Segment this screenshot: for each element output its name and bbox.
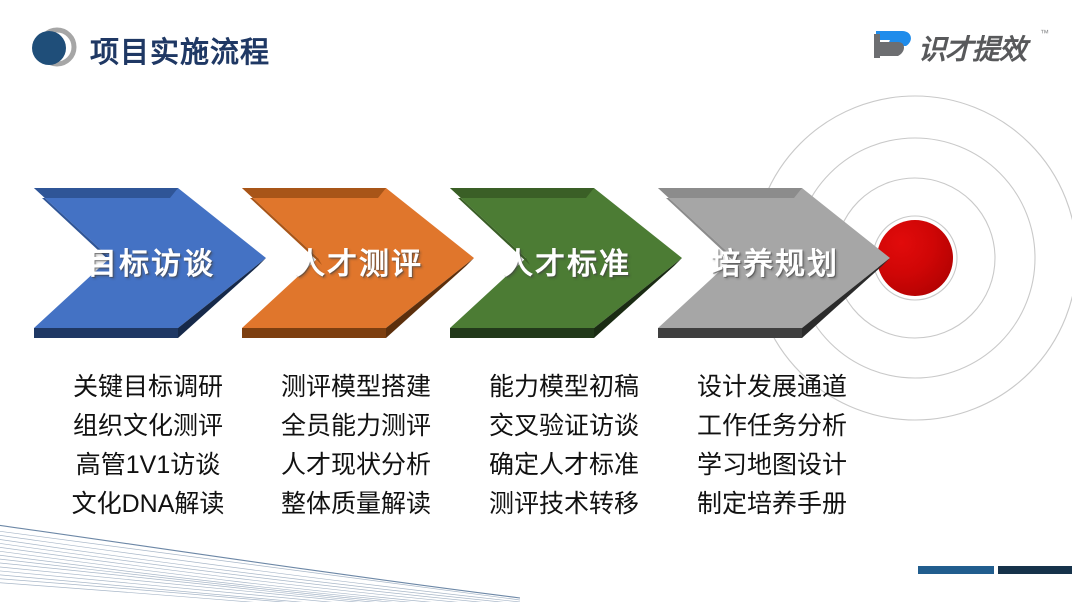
slide-header: 项目实施流程 识才提效 ™ [0, 0, 1072, 88]
process-arrow-2-label[interactable]: 人才测评 [295, 248, 423, 281]
detail-item: 关键目标调研 [72, 373, 223, 401]
page-title: 项目实施流程 [90, 37, 271, 69]
detail-column-3: 能力模型初稿 交叉验证访谈 确定人才标准 测评技术转移 [460, 368, 668, 524]
footer-bar-light [918, 566, 994, 574]
detail-item: 能力模型初稿 [488, 373, 639, 401]
process-arrow-4-label[interactable]: 培养规划 [711, 248, 839, 281]
detail-item: 测评技术转移 [488, 490, 639, 518]
detail-item: 学习地图设计 [696, 451, 847, 479]
detail-column-2: 测评模型搭建 全员能力测评 人才现状分析 整体质量解读 [252, 368, 460, 524]
detail-item: 文化DNA解读 [71, 490, 225, 518]
detail-item: 确定人才标准 [488, 451, 639, 479]
detail-item: 人才现状分析 [280, 451, 431, 479]
detail-column-1: 关键目标调研 组织文化测评 高管1V1访谈 文化DNA解读 [44, 368, 252, 524]
detail-item: 制定培养手册 [696, 490, 847, 518]
process-arrow-1-label[interactable]: 目标访谈 [87, 248, 215, 281]
corporate-logo-text: 识才提效 [918, 34, 1027, 65]
process-arrow-3-label[interactable]: 人才标准 [503, 248, 631, 281]
detail-item: 设计发展通道 [696, 373, 847, 401]
detail-item: 全员能力测评 [280, 412, 431, 440]
overlapping-circles-logo-icon [30, 26, 78, 70]
detail-item: 高管1V1访谈 [75, 451, 221, 479]
footer-bar-dark [998, 566, 1072, 574]
detail-item: 测评模型搭建 [280, 373, 431, 401]
detail-item: 组织文化测评 [72, 412, 223, 440]
stylized-d-logo-icon [874, 31, 911, 58]
footer-accent-bars [918, 566, 1072, 574]
detail-column-4: 设计发展通道 工作任务分析 学习地图设计 制定培养手册 [668, 368, 876, 524]
corporate-logo: 识才提效 ™ [872, 26, 1049, 68]
trademark-symbol: ™ [1040, 28, 1049, 38]
bottom-swoosh-decoration [0, 512, 521, 602]
detail-item: 交叉验证访谈 [488, 412, 639, 440]
detail-columns: 关键目标调研 组织文化测评 高管1V1访谈 文化DNA解读 测评模型搭建 全员能… [0, 368, 1072, 524]
detail-item: 工作任务分析 [696, 412, 847, 440]
detail-item: 整体质量解读 [280, 490, 431, 518]
